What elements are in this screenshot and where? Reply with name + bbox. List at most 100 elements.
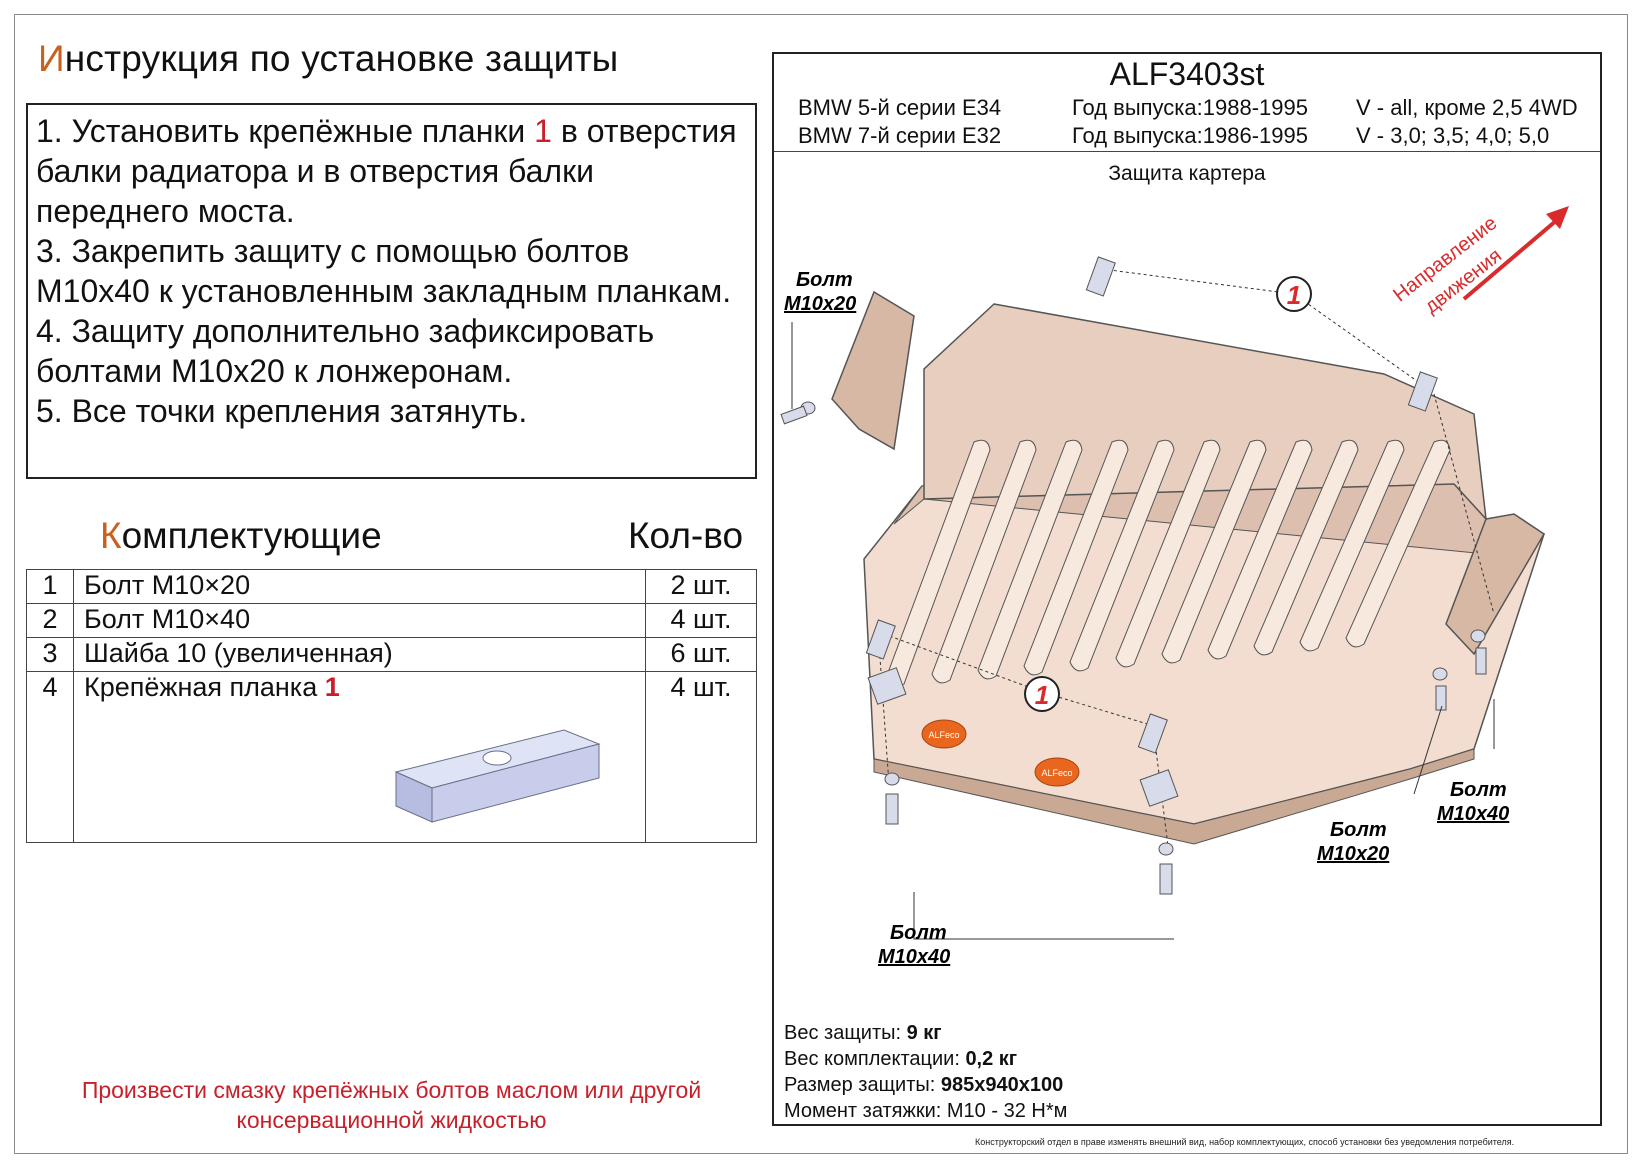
row-name: Болт М10×40 [73,603,646,638]
leader-lines [791,322,1495,940]
engines-column: V - all, кроме 2,5 4WD V - 3,0; 3,5; 4,0… [1356,94,1578,150]
instructions-box: 1. Установить крепёжные планки 1 в отвер… [26,103,757,479]
instruction-text: 4. Защиту дополнительно зафиксировать бо… [36,313,655,389]
row-qty: 4 шт. [645,671,757,843]
spec-value: 985х940х100 [940,1074,1064,1096]
kit-title-initial: К [100,515,122,556]
spec-line: Вес защиты: 9 кг [784,1020,1067,1046]
stiffening-rib [1299,439,1405,652]
spec-value: 0,2 кг [965,1048,1018,1070]
instruction-step: 3. Закрепить защиту с помощью болтов М10… [36,231,747,311]
spec-line: Вес комплектации: 0,2 кг [784,1046,1067,1072]
stiffening-rib [1161,439,1267,664]
row-name: Болт М10×20 [73,569,646,604]
row-qty: 2 шт. [645,569,757,604]
row-number: 3 [26,637,74,672]
row-number: 2 [26,603,74,638]
row-number: 1 [26,569,74,604]
spec-line: Момент затяжки: М10 - 32 Н*м [784,1098,1067,1124]
kit-title-text: омплектующие [121,515,382,556]
bolt-label-size: М10х20 [1317,843,1389,865]
callout-markers: 1 1 [1024,276,1312,712]
instruction-step: 4. Защиту дополнительно зафиксировать бо… [36,311,747,391]
row-number: 4 [26,671,74,843]
left-side-flange [831,290,915,451]
bolt-label-top: Болт [890,922,947,944]
row-name: Крепёжная планка 1 [73,671,646,843]
engine-line: V - 3,0; 3,5; 4,0; 5,0 [1356,123,1550,148]
fine-print: Конструкторский отдел в праве изменять в… [975,1137,1515,1147]
spec-label: Вес комплектации: [784,1048,966,1070]
row-name-text: Крепёжная планка [84,672,325,702]
stiffening-rib [931,439,1037,684]
spec-line: Размер защиты: 985х940х100 [784,1072,1067,1098]
bolt-label-size: М10х20 [784,293,856,315]
row-qty: 6 шт. [645,637,757,672]
bracket-plate-image [394,729,601,823]
model-line: BMW 7-й серии E32 [798,123,1002,148]
fasteners [780,256,1487,895]
table-row: 2 Болт М10×40 4 шт. [26,603,757,638]
bolt-label-top: Болт [1450,779,1507,801]
table-row: 4 Крепёжная планка 1 4 шт. [26,671,757,843]
spec-label: Вес защиты: [784,1022,907,1044]
models-column: BMW 5-й серии E34 BMW 7-й серии E32 [798,94,1001,150]
instruction-step: 1. Установить крепёжные планки 1 в отвер… [36,111,747,231]
title-initial: И [38,38,65,79]
stiffening-rib [977,439,1083,680]
kit-table: 1 Болт М10×20 2 шт. 2 Болт М10×40 4 шт. … [26,569,757,843]
spec-value: 9 кг [906,1022,942,1044]
spec-label: Размер защиты: [784,1074,941,1096]
stiffening-ribs [885,439,1451,688]
specs-block: Вес защиты: 9 кг Вес комплектации: 0,2 к… [784,1020,1067,1124]
part-callout: 1 [324,672,340,702]
spec-label: Момент затяжки: М10 - 32 Н*м [784,1100,1068,1122]
stiffening-rib [1207,439,1313,660]
year-line: Год выпуска:1988-1995 [1072,95,1308,120]
drawing-title: Защита картера [1108,162,1266,185]
engine-line: V - all, кроме 2,5 4WD [1356,95,1578,120]
drawing-panel: ALF3403st BMW 5-й серии E34 BMW 7-й сери… [772,52,1602,1126]
instruction-step: 5. Все точки крепления затянуть. [36,391,747,431]
kit-title: Комплектующие [100,515,382,557]
lubrication-note: Произвести смазку крепёжных болтов масло… [81,1077,702,1133]
qty-header: Кол-во [628,515,744,556]
stiffening-rib [1345,439,1451,648]
stiffening-rib [1253,439,1359,656]
table-row: 3 Шайба 10 (увеличенная) 6 шт. [26,637,757,672]
part-callout: 1 [534,113,552,149]
row-name: Шайба 10 (увеличенная) [73,637,646,672]
callout-lines [878,268,1495,855]
bolt-labels: Болт М10х20 Болт М10х40 Болт М10х20 Болт… [784,269,1509,968]
plate-bottom-edge [873,748,1475,845]
skid-plate-drawing: Направление движения ALFeco ALFeco [780,206,1569,968]
row-qty: 4 шт. [645,603,757,638]
spec-header: ALF3403st BMW 5-й серии E34 BMW 7-й сери… [774,54,1600,152]
stiffening-rib [1023,439,1129,676]
instruction-text: 3. Закрепить защиту с помощью болтов М10… [36,233,732,309]
years-column: Год выпуска:1988-1995 Год выпуска:1986-1… [1072,94,1308,150]
page-frame [14,14,1628,1154]
instruction-text: 1. Установить крепёжные планки [36,113,535,149]
bolt-label-top: Болт [1330,819,1387,841]
logo-text: ALFeco [928,730,959,740]
product-code: ALF3403st [1109,56,1265,92]
table-row: 1 Болт М10×20 2 шт. [26,569,757,604]
stiffening-rib [1069,439,1175,672]
page-title: Инструкция по установке защиты [38,38,618,80]
logo-text: ALFeco [1041,768,1072,778]
year-line: Год выпуска:1986-1995 [1072,123,1308,148]
instruction-text: в отверстия балки радиатора и в отверсти… [36,113,737,229]
bolt-label-size: М10х40 [878,946,950,968]
bolt-label-size: М10х40 [1437,803,1509,825]
stiffening-rib [1115,439,1221,668]
logo-badges: ALFeco ALFeco [921,719,1080,787]
callout-number: 1 [1035,680,1049,710]
right-side-flange [1445,513,1546,656]
direction-arrow: Направление движения [1389,206,1569,318]
instruction-text: 5. Все точки крепления затянуть. [36,393,528,429]
callout-number: 1 [1287,280,1301,310]
model-line: BMW 5-й серии E34 [798,95,1002,120]
title-text: нструкция по установке защиты [64,38,619,79]
bolt-label-top: Болт [796,269,853,291]
